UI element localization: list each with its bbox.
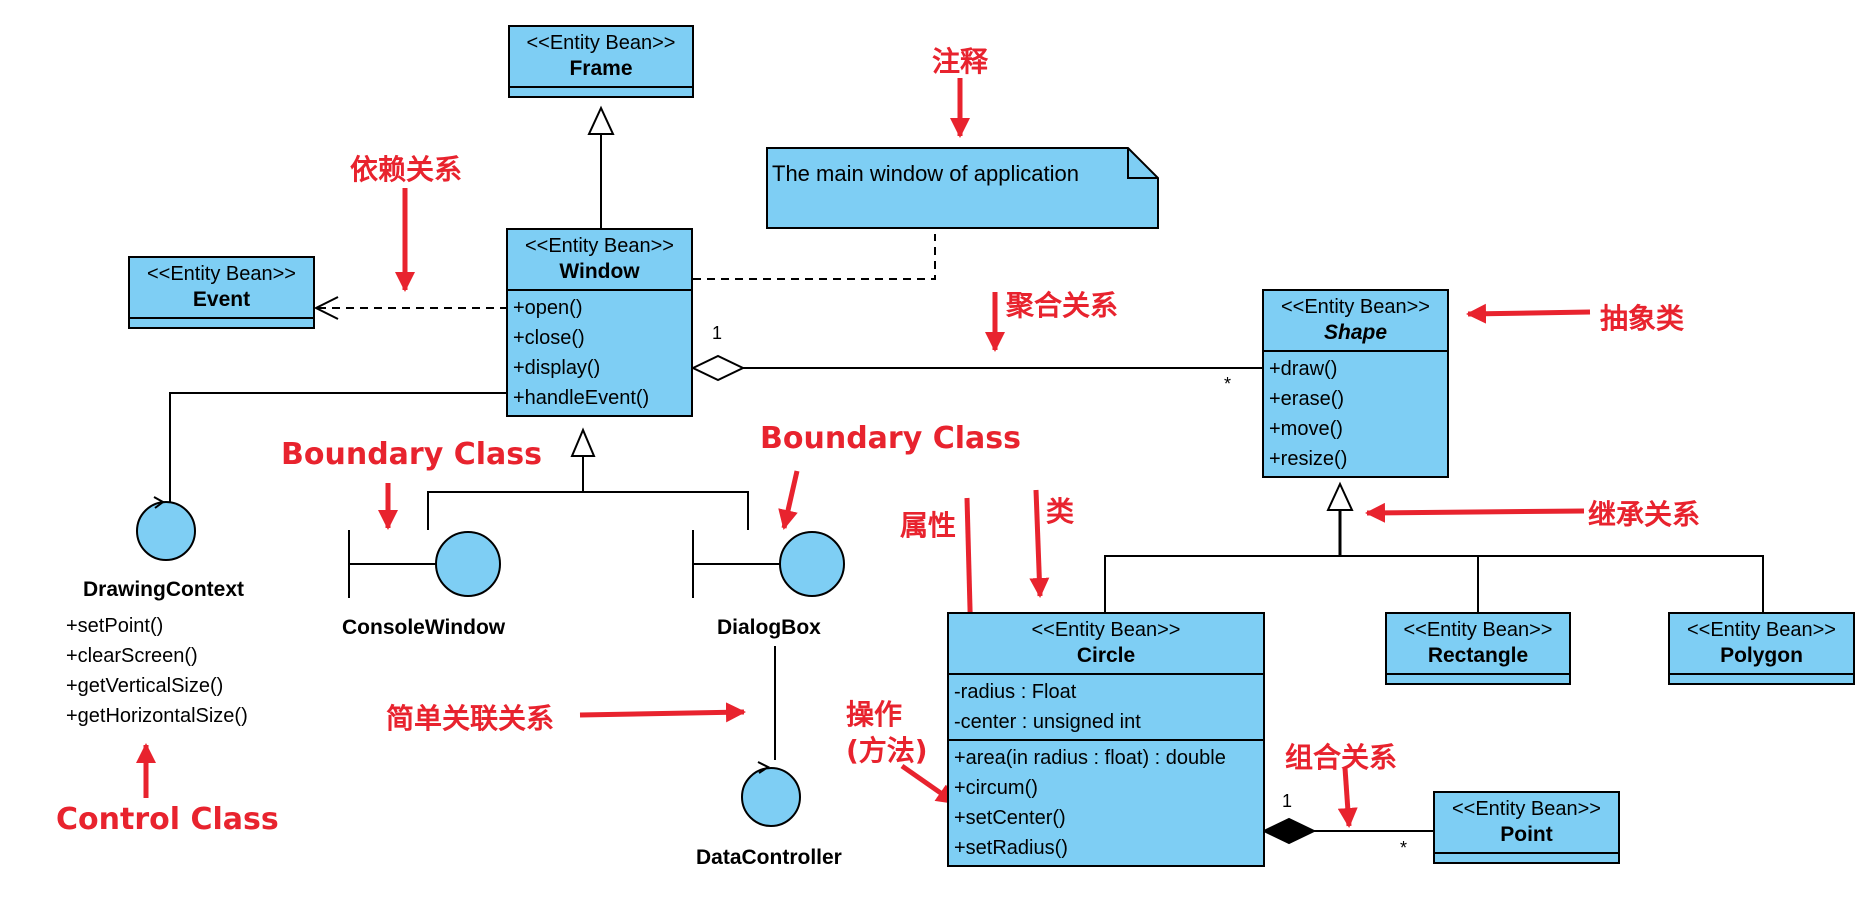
- class-rectangle[interactable]: <<Entity Bean>> Rectangle: [1385, 612, 1571, 685]
- drawingcontext-control-icon: [136, 496, 196, 561]
- stereotype: <<Entity Bean>>: [1451, 798, 1601, 820]
- stereotype: <<Entity Bean>>: [526, 32, 676, 54]
- operation: +setCenter(): [954, 807, 1066, 829]
- annotation-dependency: 依赖关系: [350, 153, 463, 186]
- stereotype: <<Entity Bean>>: [524, 235, 674, 257]
- consolewindow-label: ConsoleWindow: [342, 616, 506, 639]
- operation: +resize(): [1269, 448, 1348, 470]
- stereotype: <<Entity Bean>>: [1686, 619, 1836, 641]
- operation: +handleEvent(): [513, 387, 650, 409]
- annotation-class: 类: [1046, 495, 1075, 528]
- note-text: The main window of application: [772, 161, 1079, 186]
- class-window[interactable]: <<Entity Bean>> Window +open() +close() …: [506, 228, 693, 417]
- operation: +close(): [513, 327, 585, 349]
- operation: +getVerticalSize(): [66, 675, 224, 697]
- empty-compartment: [510, 86, 692, 96]
- stereotype: <<Entity Bean>>: [1031, 619, 1181, 641]
- association-window-drawingcontext: [169, 392, 508, 508]
- annotation-operation-1: 操作: [846, 698, 903, 731]
- annotation-operation-2: (方法): [846, 734, 928, 767]
- note-box: [766, 147, 1159, 229]
- annotation-boundary-class-1: Boundary Class: [281, 437, 542, 472]
- operation: +erase(): [1269, 388, 1345, 410]
- class-name: Point: [1500, 823, 1553, 846]
- class-name: Rectangle: [1427, 644, 1529, 667]
- operation: +area(in radius : float) : double: [954, 747, 1226, 769]
- multiplicity-point: *: [1400, 838, 1408, 858]
- class-name: Frame: [569, 57, 633, 80]
- attribute: -radius : Float: [954, 681, 1077, 703]
- annotation-composition: 组合关系: [1285, 741, 1398, 774]
- annotation-boundary-class-2: Boundary Class: [760, 421, 1021, 456]
- drawingcontext-label: DrawingContext: [83, 578, 245, 601]
- note-anchor-line: [693, 234, 936, 280]
- multiplicity-circle: 1: [1282, 791, 1293, 811]
- datacontroller-label: DataController: [696, 846, 842, 869]
- operation: +setRadius(): [954, 837, 1068, 859]
- class-name: Event: [192, 288, 251, 311]
- annotation-attribute: 属性: [900, 509, 957, 542]
- operation: +draw(): [1269, 358, 1338, 380]
- operations-compartment: +area(in radius : float) : double +circu…: [949, 741, 1263, 865]
- empty-compartment: [1435, 852, 1618, 862]
- empty-compartment: [130, 317, 313, 327]
- dialogbox-boundary-icon: [692, 530, 845, 598]
- annotation-simple-association: 简单关联关系: [386, 702, 555, 735]
- dependency-window-event: [313, 296, 508, 320]
- operation: +clearScreen(): [66, 645, 198, 667]
- composition-circle-point: [1261, 817, 1435, 845]
- operation: +display(): [513, 357, 601, 379]
- class-name: Window: [559, 260, 640, 283]
- annotation-inheritance: 继承关系: [1588, 498, 1701, 531]
- operation: +open(): [513, 297, 583, 319]
- operations-compartment: +draw() +erase() +move() +resize(): [1264, 352, 1447, 476]
- attributes-compartment: -radius : Float -center : unsigned int: [949, 675, 1263, 741]
- aggregation-window-shape: [690, 354, 1263, 382]
- stereotype: <<Entity Bean>>: [146, 263, 296, 285]
- annotation-aggregation: 聚合关系: [1006, 289, 1119, 322]
- empty-compartment: [1670, 673, 1853, 683]
- consolewindow-boundary-icon: [348, 530, 501, 598]
- class-shape[interactable]: <<Entity Bean>> Shape +draw() +erase() +…: [1262, 289, 1449, 478]
- class-name: Circle: [1076, 644, 1136, 667]
- class-name: Polygon: [1720, 644, 1803, 667]
- multiplicity-window: 1: [712, 323, 723, 343]
- operation: +move(): [1269, 418, 1343, 440]
- class-name: Shape: [1323, 321, 1388, 344]
- dialogbox-label: DialogBox: [717, 616, 821, 639]
- generalization-window-frame: [587, 105, 615, 228]
- empty-compartment: [1387, 673, 1569, 683]
- annotation-abstract-class: 抽象类: [1600, 302, 1685, 335]
- stereotype: <<Entity Bean>>: [1403, 619, 1553, 641]
- class-point[interactable]: <<Entity Bean>> Point: [1433, 791, 1620, 864]
- annotation-comment: 注释: [932, 45, 989, 78]
- class-circle[interactable]: <<Entity Bean>> Circle -radius : Float -…: [947, 612, 1265, 867]
- operation: +setPoint(): [66, 615, 164, 637]
- generalization-boundaries-window: [427, 427, 749, 530]
- operations-compartment: +open() +close() +display() +handleEvent…: [508, 291, 691, 415]
- annotation-control-class: Control Class: [56, 802, 279, 837]
- attribute: -center : unsigned int: [954, 711, 1141, 733]
- operation: +getHorizontalSize(): [66, 705, 248, 727]
- class-event[interactable]: <<Entity Bean>> Event: [128, 256, 315, 329]
- multiplicity-shape: *: [1224, 374, 1232, 394]
- generalization-subclasses-shape: [1104, 481, 1764, 612]
- drawingcontext-operations: +setPoint() +clearScreen() +getVerticalS…: [66, 611, 248, 731]
- datacontroller-control-icon: [741, 761, 801, 827]
- stereotype: <<Entity Bean>>: [1280, 296, 1430, 318]
- operation: +circum(): [954, 777, 1038, 799]
- class-frame[interactable]: <<Entity Bean>> Frame: [508, 25, 694, 98]
- class-polygon[interactable]: <<Entity Bean>> Polygon: [1668, 612, 1855, 685]
